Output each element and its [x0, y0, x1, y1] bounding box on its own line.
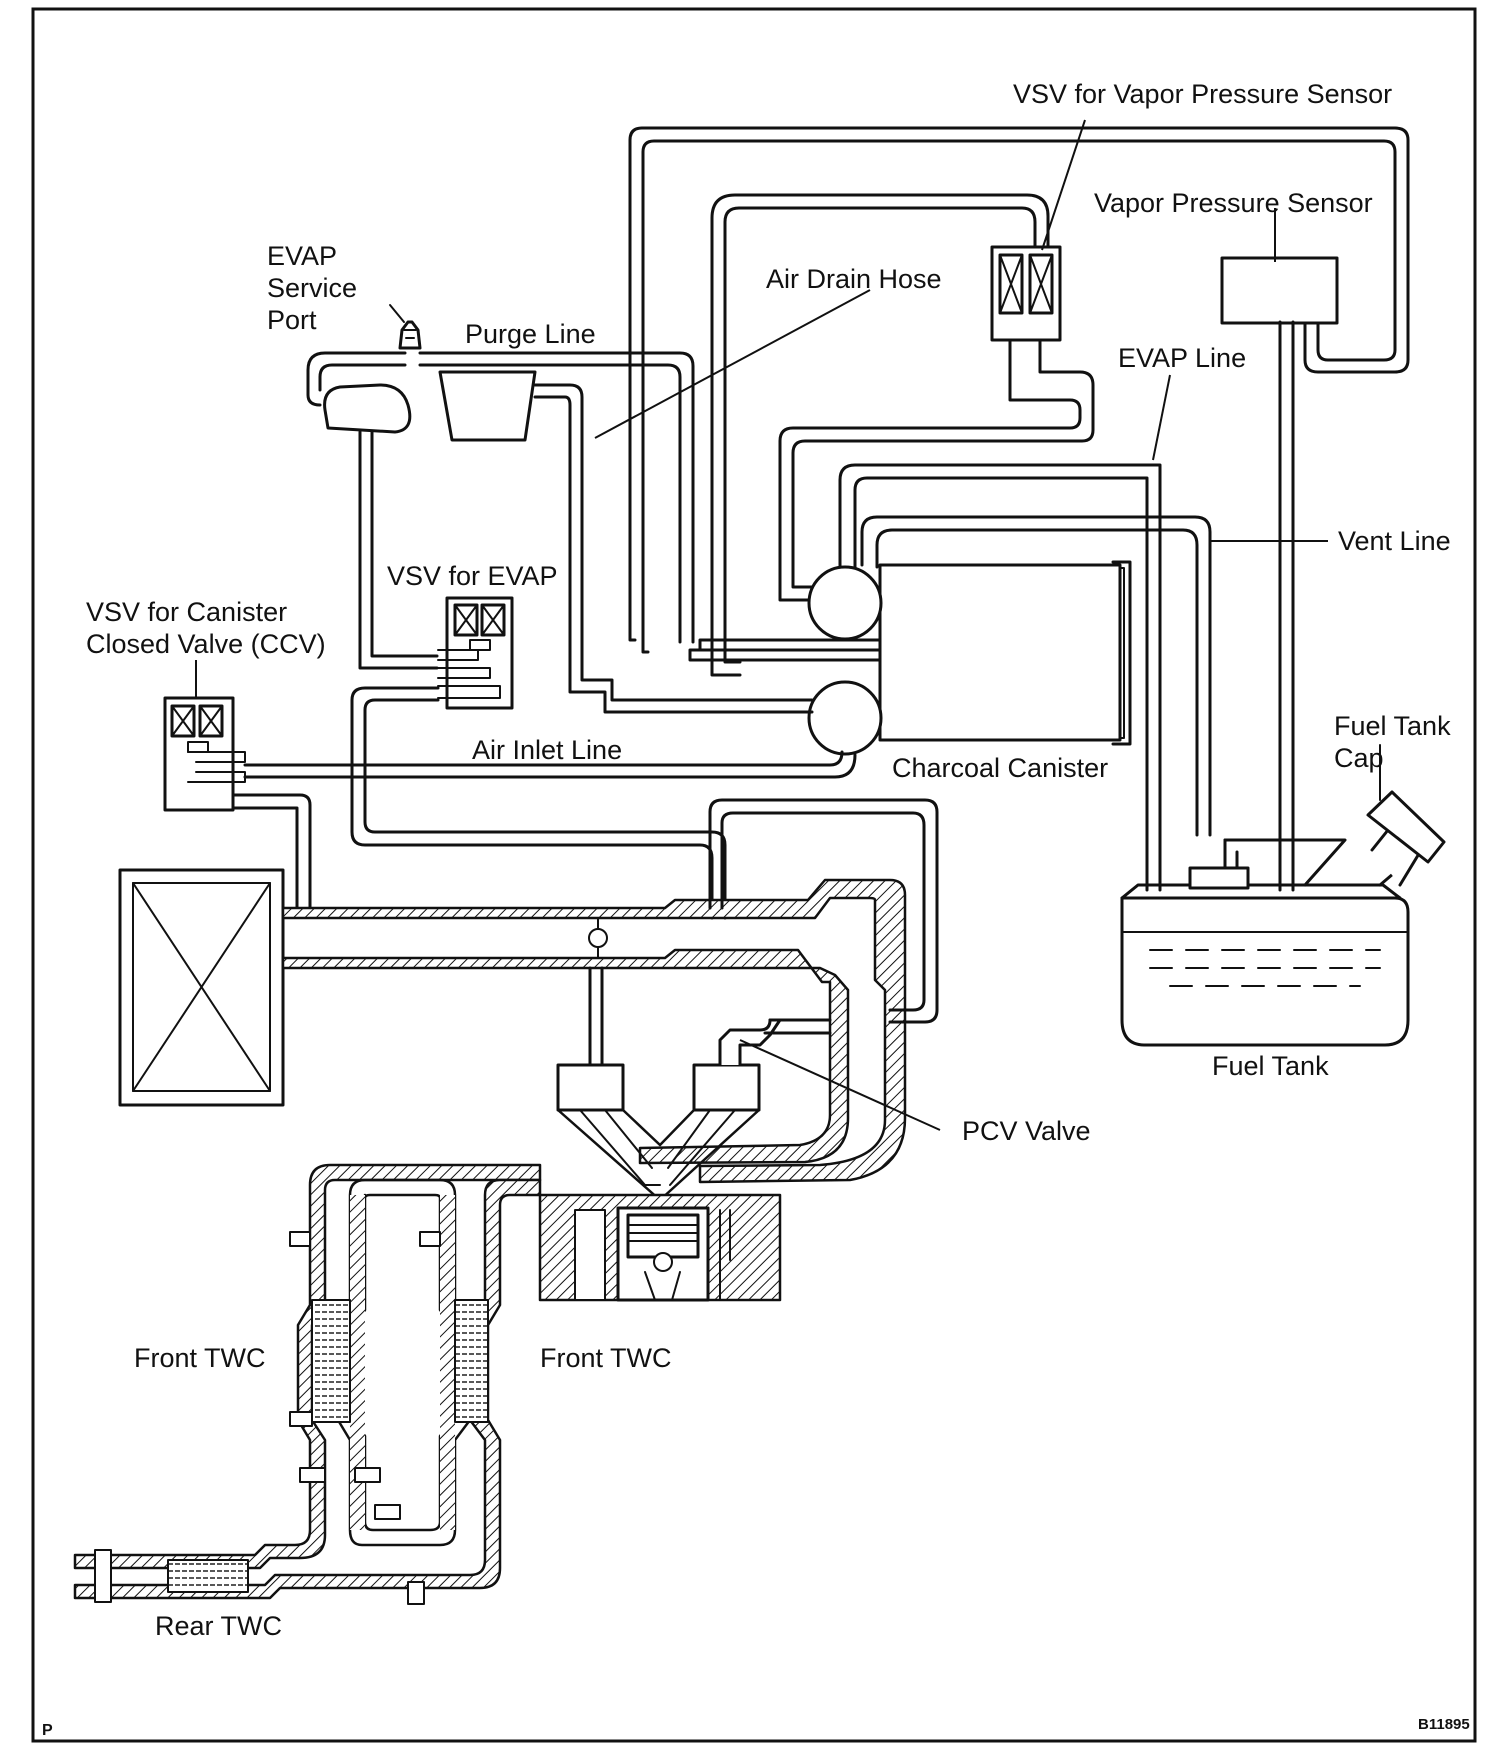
- charcoal-canister: [807, 560, 1132, 756]
- vapor-sensor-line: [628, 126, 1410, 642]
- label-vapor-pressure-sensor: Vapor Pressure Sensor: [1094, 188, 1373, 218]
- figure-code: B11895: [1418, 1716, 1470, 1733]
- exhaust-system: [73, 1163, 542, 1605]
- label-charcoal-canister: Charcoal Canister: [892, 753, 1109, 783]
- label-evap-line: EVAP Line: [1118, 343, 1247, 373]
- label-air-drain-hose: Air Drain Hose: [766, 264, 942, 294]
- corner-letter: P: [42, 1722, 53, 1739]
- label-purge-line: Purge Line: [465, 319, 596, 349]
- evap-line: [838, 463, 1162, 892]
- air-drain-hose: [723, 206, 1037, 664]
- label-rear-twc: Rear TWC: [155, 1611, 283, 1641]
- engine-head: [538, 1063, 782, 1302]
- label-vsv-ccv-2: Closed Valve (CCV): [86, 629, 326, 659]
- label-vsv-ccv-1: VSV for Canister: [86, 597, 288, 627]
- purge-line: [306, 351, 695, 644]
- vacuum-chamber-center: [438, 370, 537, 442]
- label-evap-service-port-3: Port: [267, 305, 317, 335]
- vent-line: [860, 515, 1212, 837]
- air-inlet-line: [243, 750, 844, 767]
- label-front-twc-left: Front TWC: [134, 1343, 266, 1373]
- vsv-for-evap: [437, 596, 514, 710]
- vsv-for-ccv: [163, 696, 246, 812]
- vapor-pressure-sensor: [1220, 256, 1339, 325]
- label-air-inlet-line: Air Inlet Line: [472, 735, 623, 765]
- label-evap-service-port-1: EVAP: [267, 241, 338, 271]
- label-vent-line: Vent Line: [1338, 526, 1451, 556]
- label-vsv-vapor-pressure-sensor: VSV for Vapor Pressure Sensor: [1013, 79, 1393, 109]
- label-fuel-tank-cap-1: Fuel Tank: [1334, 711, 1451, 741]
- evap-service-port: [398, 320, 422, 350]
- label-fuel-tank-cap-2: Cap: [1334, 743, 1384, 773]
- fuel-tank: [1120, 790, 1446, 1047]
- check-valve: [588, 928, 608, 948]
- vacuum-chamber-left: [323, 383, 412, 434]
- pcv-valve: [718, 1018, 782, 1067]
- label-fuel-tank: Fuel Tank: [1212, 1051, 1329, 1081]
- intake-pipe: [281, 878, 907, 1184]
- figure-border: [31, 7, 1477, 1743]
- label-front-twc-right: Front TWC: [540, 1343, 672, 1373]
- label-pcv-valve: PCV Valve: [962, 1116, 1091, 1146]
- label-evap-service-port-2: Service: [267, 273, 358, 303]
- label-vsv-for-evap: VSV for EVAP: [387, 561, 558, 591]
